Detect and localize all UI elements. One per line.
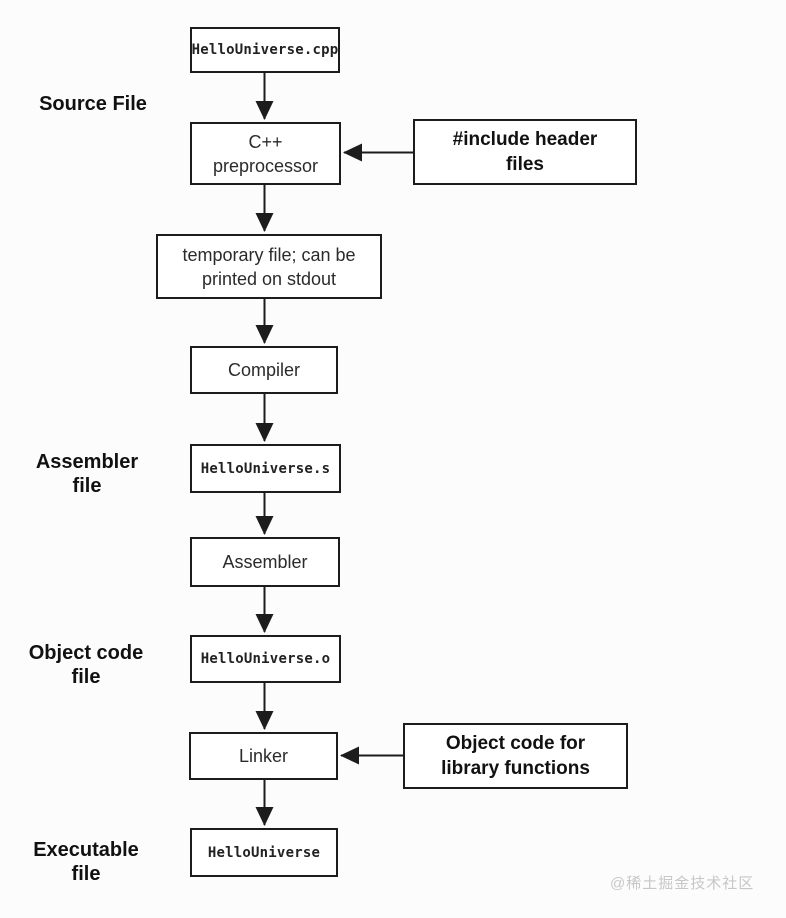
node-linker: Linker <box>189 732 338 780</box>
node-object-output-file: HelloUniverse.o <box>190 635 341 683</box>
side-label-assembler-file: Assembler file <box>35 451 139 497</box>
node-cpp-preprocessor: C++ preprocessor <box>190 122 341 185</box>
node-assembler: Assembler <box>190 537 340 587</box>
node-temporary-file: temporary file; can be printed on stdout <box>156 234 382 299</box>
side-label-source-file: Source File <box>39 93 147 115</box>
side-label-object-code-file: Object code file <box>28 642 144 688</box>
node-executable-file: HelloUniverse <box>190 828 338 877</box>
node-include-header-files: #include header files <box>413 119 637 185</box>
node-assembler-output-file: HelloUniverse.s <box>190 444 341 493</box>
side-label-executable-file: Executable file <box>33 839 139 885</box>
node-library-object-code: Object code for library functions <box>403 723 628 789</box>
node-source-cpp-file: HelloUniverse.cpp <box>190 27 340 73</box>
watermark-text: @稀土掘金技术社区 <box>610 875 755 892</box>
node-compiler: Compiler <box>190 346 338 394</box>
